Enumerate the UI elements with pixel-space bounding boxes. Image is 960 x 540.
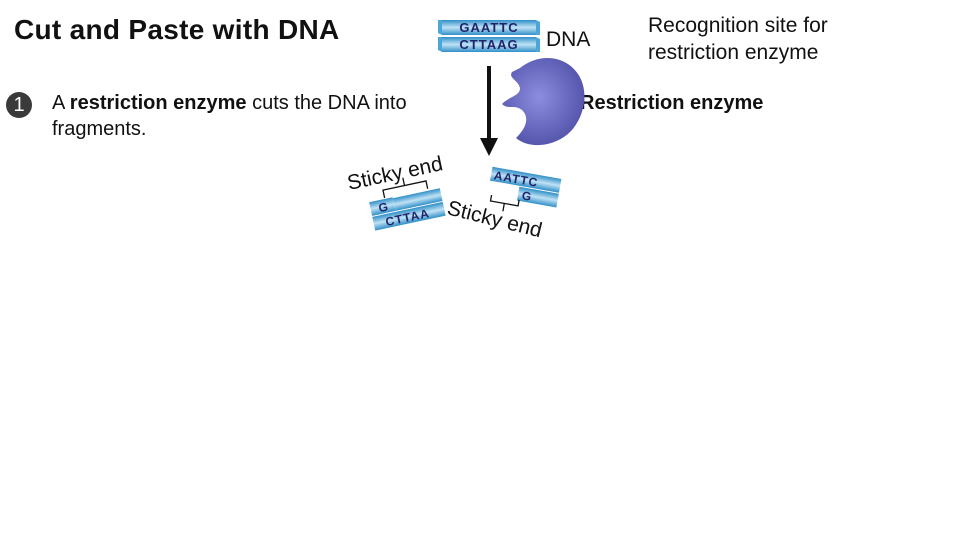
right-fragment-bottom: G xyxy=(521,188,534,204)
step-text-prefix: A xyxy=(52,92,70,114)
dna-strand-graphic: GAATTC CTTAAG xyxy=(438,18,540,54)
dna-strip-svg xyxy=(438,20,540,52)
cut-arrow-head xyxy=(480,138,498,156)
right-fragment-top: AATTC xyxy=(493,168,540,190)
step-number-badge: 1 xyxy=(6,92,32,118)
sticky-end-label-left: Sticky end xyxy=(345,152,445,195)
step-text-suffix: cuts the DNA into fragments. xyxy=(52,92,407,140)
dna-bottom-strand: CTTAAG xyxy=(459,37,519,52)
step-description: A restriction enzyme cuts the DNA into f… xyxy=(52,90,412,142)
restriction-enzyme-shape xyxy=(502,57,585,146)
step-text-bold: restriction enzyme xyxy=(69,92,247,114)
left-fragment-top: G xyxy=(377,199,390,215)
dna-top-strand: GAATTC xyxy=(459,20,519,35)
dna-label: DNA xyxy=(546,28,591,51)
recognition-site-label: Recognition site for restriction enzyme xyxy=(648,14,828,64)
page-title: Cut and Paste with DNA xyxy=(14,14,340,45)
restriction-enzyme-label: Restriction enzyme xyxy=(580,92,764,114)
